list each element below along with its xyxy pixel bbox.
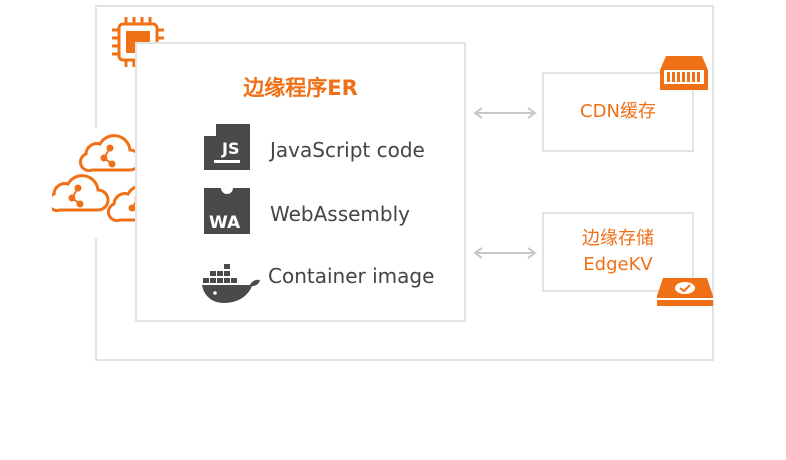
- edgekv-label: EdgeKV: [583, 254, 653, 275]
- docker-icon: [202, 264, 260, 303]
- hard-drive-icon: [657, 278, 713, 306]
- cdn-cache-label: CDN缓存: [580, 101, 656, 122]
- webassembly-label: WebAssembly: [270, 202, 410, 226]
- webassembly-icon: WA: [204, 188, 250, 234]
- container-image-label: Container image: [268, 264, 435, 288]
- svg-text:WA: WA: [209, 213, 241, 233]
- javascript-code-label: JavaScript code: [270, 138, 425, 162]
- edge-storage-label: 边缘存储: [582, 228, 654, 249]
- double-arrow-icon: [473, 107, 537, 119]
- edge-routine-title: 边缘程序ER: [243, 76, 358, 100]
- memory-module-icon: [660, 56, 708, 90]
- js-icon: JS: [204, 124, 250, 170]
- double-arrow-icon: [473, 247, 537, 259]
- edge-routine-box: [135, 42, 466, 322]
- svg-text:JS: JS: [221, 139, 239, 158]
